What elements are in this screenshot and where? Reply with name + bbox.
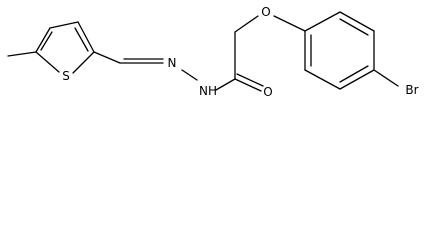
atom-carbonyl-o-label: O [263, 85, 272, 99]
atom-hydrazone-n-label: N [168, 56, 177, 70]
bond-b2-b3 [339, 11, 375, 32]
bond-c5-c4-inner [40, 31, 53, 51]
bond-b2-b3-inner [339, 18, 369, 36]
bond-n-nh [181, 69, 198, 81]
bond-c3-c2-inner [74, 27, 89, 52]
atom-sulfur-label: S [62, 69, 70, 83]
bond-c-br [373, 69, 399, 87]
bond-c-o [234, 78, 262, 92]
bond-methyl-c5 [7, 51, 37, 57]
bond-c-o-double [236, 73, 264, 87]
atom-ether-o-label: O [261, 5, 270, 19]
bond-s-c5 [35, 51, 60, 73]
bond-lines [7, 11, 399, 92]
bond-c4-c3 [49, 21, 79, 29]
bond-c5-c4 [35, 27, 51, 53]
bond-ch2-o [234, 15, 259, 33]
bond-nh-co [215, 78, 236, 91]
bond-b4-b5 [339, 69, 375, 90]
bond-b4-b5-inner [339, 65, 369, 83]
atom-labels: S N NH O O Br [62, 5, 418, 99]
bond-b5-b6 [304, 69, 341, 90]
molecule-structure-diagram: S N NH O O Br [7, 5, 419, 99]
bond-c2-s [72, 51, 95, 74]
bond-o-aryl [273, 15, 306, 32]
bond-c2-ch [93, 51, 121, 64]
atom-amide-nh-label: NH [199, 84, 217, 98]
bond-c3-c2 [77, 21, 95, 53]
atom-bromine-label: Br [405, 83, 418, 97]
bond-b1-b2 [304, 11, 341, 32]
